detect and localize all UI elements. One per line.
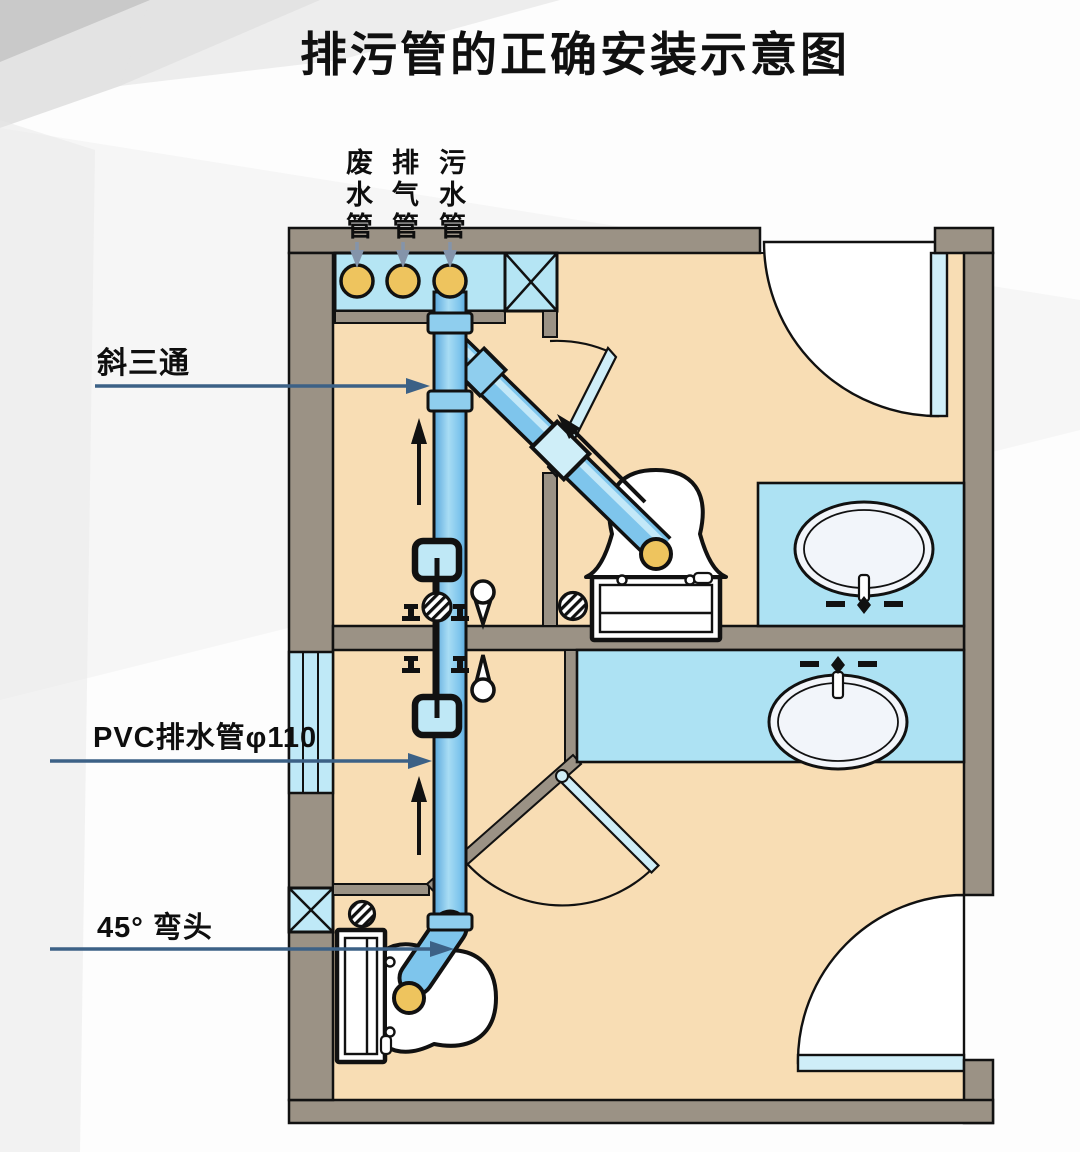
label-waste-pipe: 废水管 xyxy=(342,148,372,244)
fire-collar-icon xyxy=(470,579,496,703)
floor-drain-icon xyxy=(347,899,377,929)
cistern xyxy=(589,574,723,643)
sleeve-icon xyxy=(421,591,453,623)
label-soil-pipe: 污水管 xyxy=(435,148,465,244)
floor-drain-icon xyxy=(557,590,589,622)
entry-door-upper xyxy=(762,240,949,418)
door-leaf xyxy=(929,251,949,418)
entry-door-lower xyxy=(796,893,966,1073)
bottom-wall xyxy=(287,1098,995,1125)
left-wall-openings xyxy=(287,650,335,934)
riser-label-arrows xyxy=(350,242,457,268)
page-title: 排污管的正确安装示意图 xyxy=(300,28,850,81)
toilet-outlet xyxy=(639,537,673,571)
right-wall xyxy=(962,251,995,897)
label-pvc-drain-pipe: PVC排水管φ110 xyxy=(93,722,318,754)
door-hinge xyxy=(555,769,569,783)
branch-pipe-45 xyxy=(439,333,672,561)
flow-arrows xyxy=(411,414,647,855)
label-vent-pipe: 排气管 xyxy=(388,148,418,244)
shaft-x-icon xyxy=(503,251,559,313)
upper-vanity xyxy=(756,481,966,628)
socket-oblique-tee xyxy=(426,389,474,413)
faucet-icon xyxy=(826,573,903,614)
wall-stub xyxy=(542,310,558,338)
shaft-x-icon xyxy=(287,886,335,934)
lower-vanity xyxy=(575,648,966,771)
faucet-icon xyxy=(800,656,877,700)
label-oblique-tee: 斜三通 xyxy=(97,347,190,380)
top-right-lintel xyxy=(933,226,995,255)
waste-riser xyxy=(339,263,375,299)
label-45-elbow: 45° 弯头 xyxy=(97,912,213,944)
vent-riser xyxy=(385,263,421,299)
socket xyxy=(426,311,474,335)
slab-penetration xyxy=(402,537,496,739)
toilet-outlet xyxy=(392,981,426,1015)
door-leaf xyxy=(796,1053,966,1073)
soil-riser xyxy=(432,263,468,299)
socket xyxy=(426,912,474,932)
window xyxy=(287,650,335,795)
annotation-leaders xyxy=(50,378,454,957)
walls xyxy=(287,226,995,1125)
pipe-chase xyxy=(333,251,559,338)
support-bracket-icon xyxy=(402,604,469,673)
door-arc xyxy=(462,858,653,907)
